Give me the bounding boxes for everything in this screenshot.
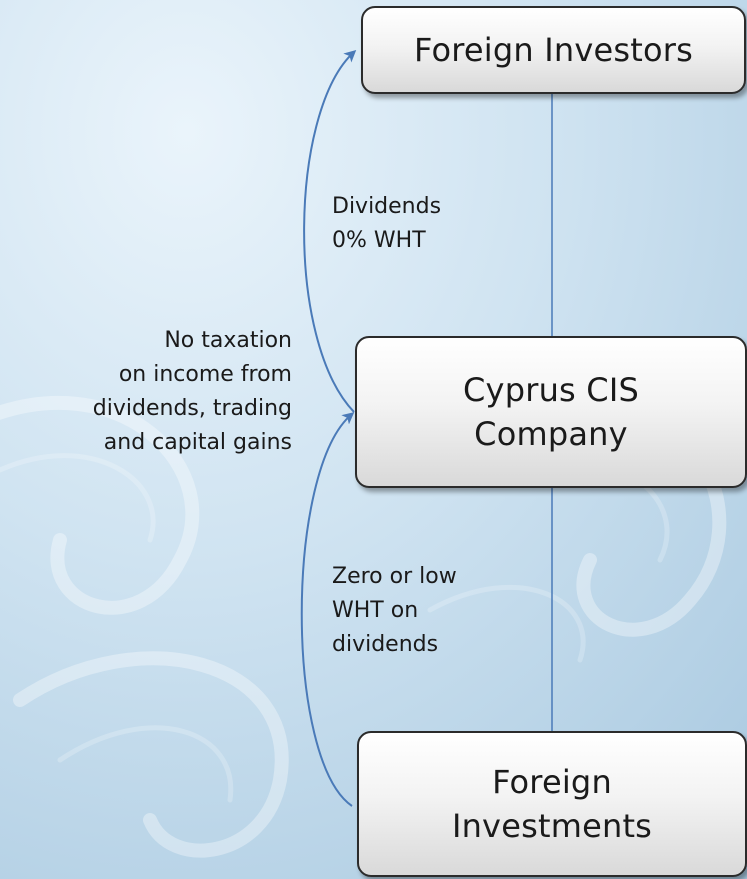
dividends-wht-note: Dividends 0% WHT [332,194,442,253]
zero-low-wht-note: Zero or low WHT on dividends [332,564,457,657]
no-taxation-note: No taxation on income from dividends, tr… [92,328,292,455]
foreign-investments-label: Foreign Investments [451,763,653,845]
foreign-investors-box: Foreign Investors [361,6,746,94]
cyprus-company-label: Cyprus CIS Company [463,371,639,453]
foreign-investors-label: Foreign Investors [413,31,693,69]
foreign-investments-box: Foreign Investments [357,731,747,877]
cyprus-company-box: Cyprus CIS Company [355,336,747,488]
